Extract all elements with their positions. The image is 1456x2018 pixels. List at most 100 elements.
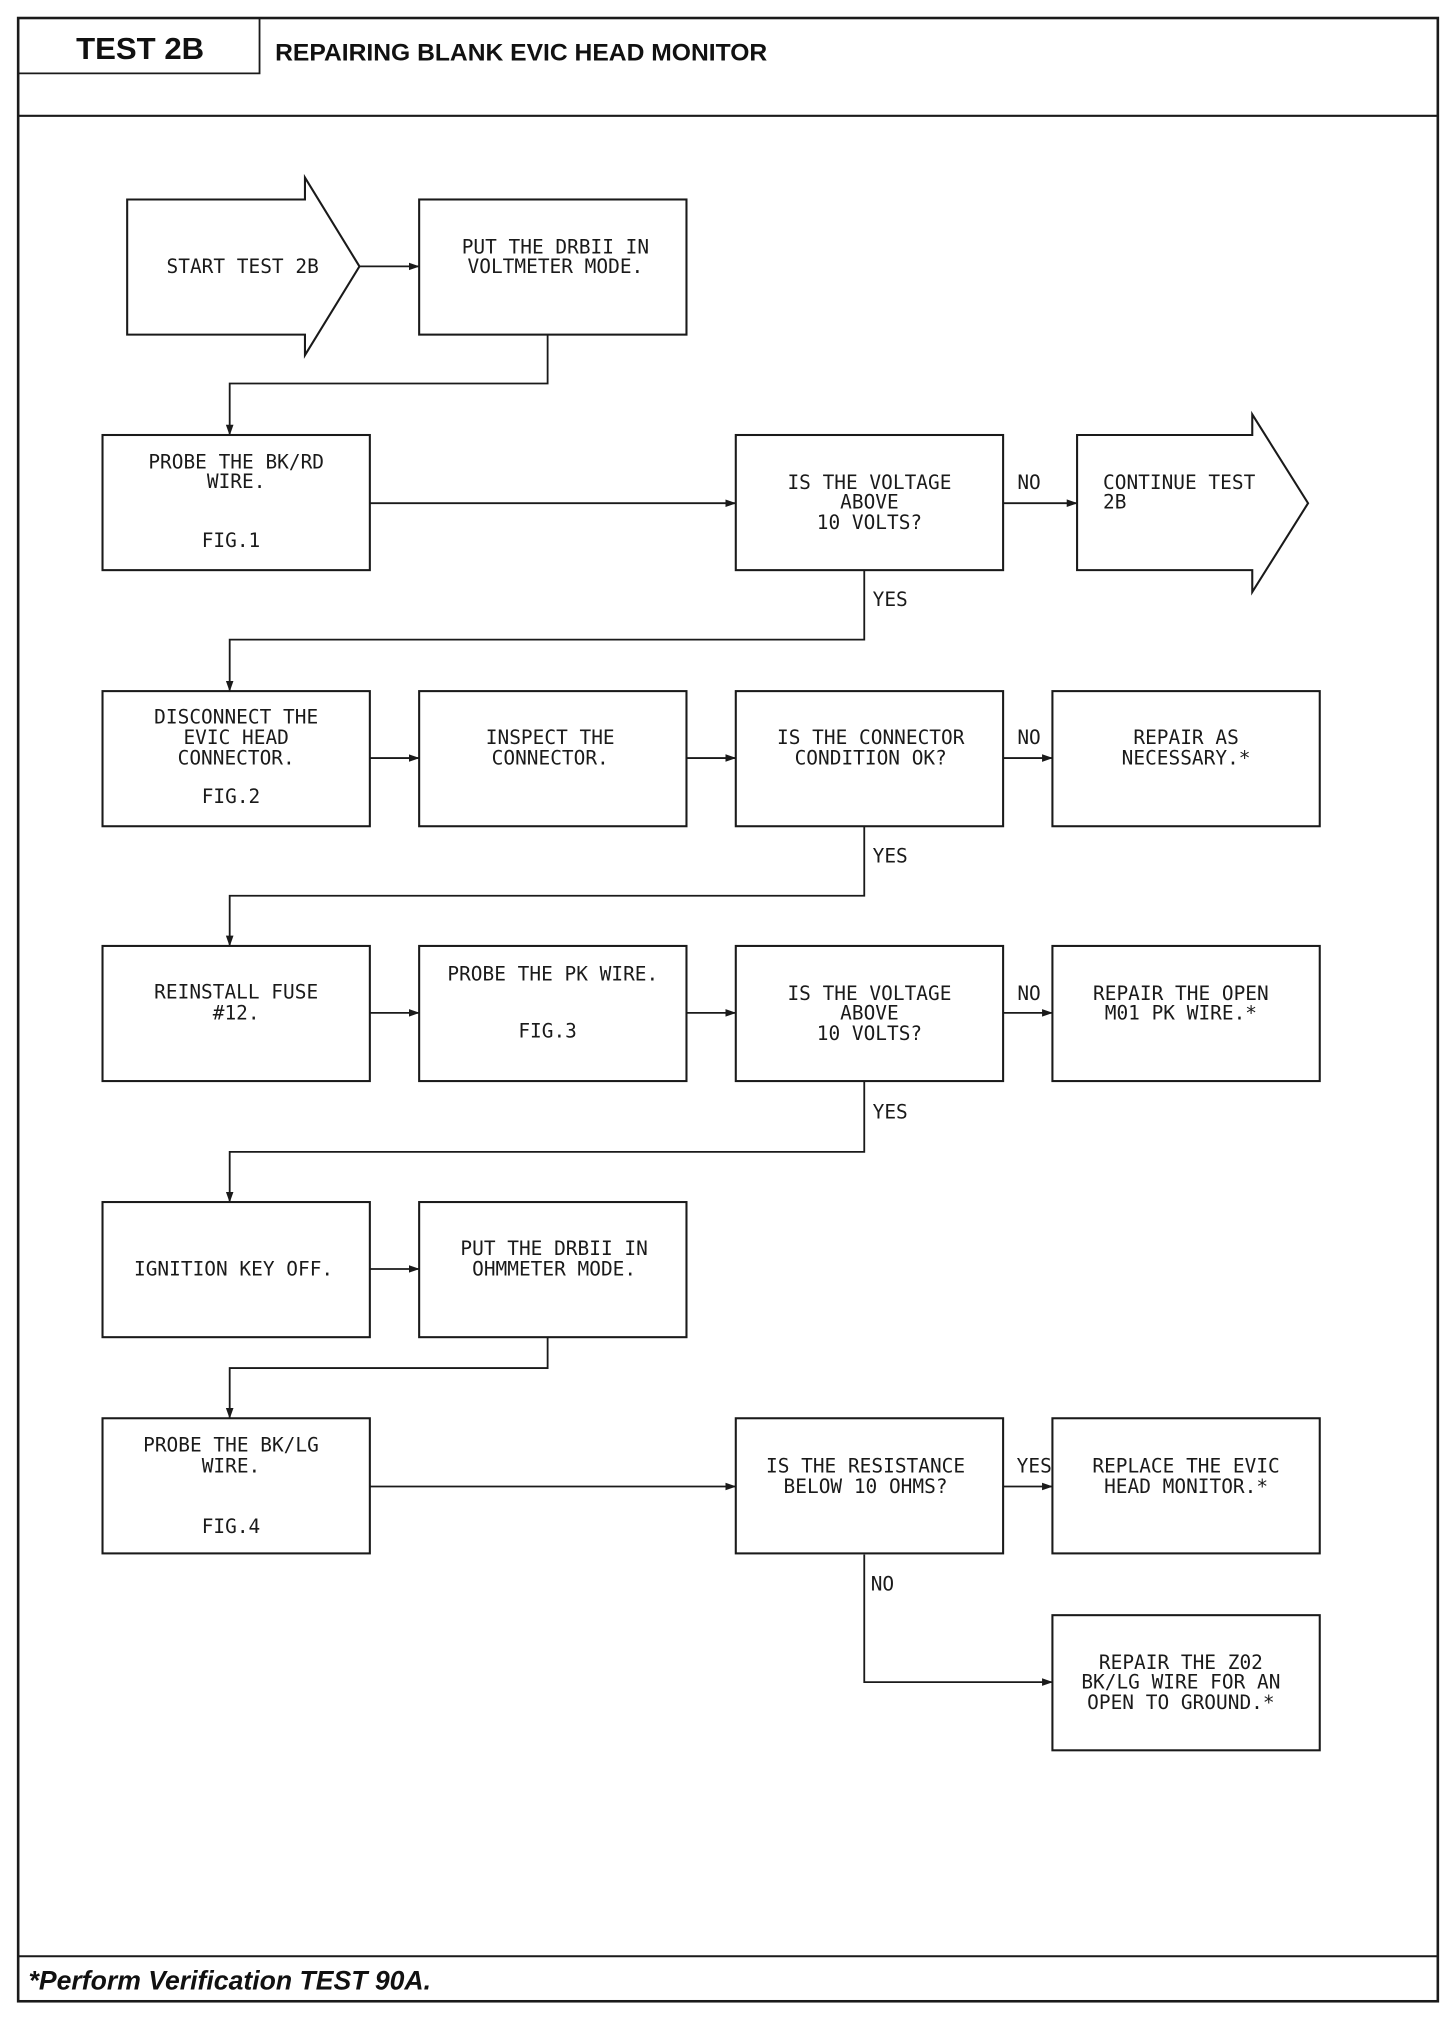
step-box — [1051, 1614, 1321, 1752]
step-text-line: PUT THE DRBII IN — [460, 1237, 647, 1260]
step-probe-bk-lg: PROBE THE BK/LG WIRE. FIG.4 — [101, 1417, 371, 1555]
step-text-line: REPAIR THE Z02 — [1099, 1651, 1263, 1674]
decision-text-line: IS THE VOLTAGE — [787, 982, 951, 1005]
continue-arrow-shape — [1076, 410, 1310, 596]
connector-arrow — [225, 1337, 549, 1419]
decision-text-line: 10 VOLTS? — [817, 1022, 922, 1045]
step-disconnect-evic: DISCONNECT THE EVIC HEAD CONNECTOR. FIG.… — [101, 690, 371, 828]
decision-box — [734, 1417, 1005, 1555]
branch-label-yes: YES — [1017, 1454, 1052, 1477]
connector-arrow — [225, 826, 866, 947]
step-probe-pk: PROBE THE PK WIRE. FIG.3 — [418, 944, 688, 1083]
branch-label-no: NO — [1017, 982, 1040, 1005]
step-text-line: PROBE THE BK/LG — [143, 1434, 319, 1457]
decision-text-line: IS THE VOLTAGE — [787, 471, 951, 494]
step-text-line: INSPECT THE — [486, 726, 615, 749]
step-box — [1051, 944, 1321, 1083]
step-repair-as-necessary: REPAIR AS NECESSARY.* — [1051, 690, 1321, 828]
step-text-line: PUT THE DRBII IN — [462, 236, 649, 259]
step-box — [418, 944, 688, 1083]
decision-text-line: IS THE RESISTANCE — [766, 1454, 965, 1477]
branch-label-yes: YES — [873, 588, 908, 611]
step-text-line: REINSTALL FUSE — [154, 981, 318, 1004]
continue-text-line: CONTINUE TEST — [1103, 471, 1256, 494]
step-reinstall-fuse: REINSTALL FUSE #12. — [101, 944, 371, 1083]
step-text-line: WIRE. — [202, 1454, 261, 1477]
connector-arrow — [225, 334, 549, 436]
decision-text-line: ABOVE — [840, 490, 899, 513]
step-text-line: REPLACE THE EVIC — [1092, 1454, 1279, 1477]
continue-test-arrow: CONTINUE TEST 2B — [1076, 410, 1310, 596]
step-repair-z02: REPAIR THE Z02 BK/LG WIRE FOR AN OPEN TO… — [1051, 1614, 1321, 1752]
step-repair-open-pk: REPAIR THE OPEN M01 PK WIRE.* — [1051, 944, 1321, 1083]
connector-arrow — [225, 1081, 866, 1203]
step-text-line: EVIC HEAD — [183, 726, 288, 749]
step-probe-bk-rd: PROBE THE BK/RD WIRE. FIG.1 — [101, 433, 371, 572]
step-box — [101, 1201, 371, 1339]
step-text-line: OHMMETER MODE. — [472, 1257, 636, 1280]
step-text-line: BK/LG WIRE FOR AN — [1081, 1671, 1280, 1694]
branch-label-no: NO — [871, 1573, 894, 1596]
step-text-line: WIRE. — [207, 470, 266, 493]
step-text-line: #12. — [213, 1001, 260, 1024]
step-text-line: REPAIR THE OPEN — [1093, 982, 1269, 1005]
step-text-line: DISCONNECT THE — [154, 705, 318, 728]
step-text-line: REPAIR AS — [1133, 726, 1238, 749]
step-box — [101, 690, 371, 828]
step-text-line: CONNECTOR. — [178, 747, 295, 770]
decision-text-line: BELOW 10 OHMS? — [784, 1475, 948, 1498]
decision-box — [734, 944, 1005, 1083]
step-put-drb-ohmmeter: PUT THE DRBII IN OHMMETER MODE. — [418, 1201, 688, 1339]
step-replace-evic: REPLACE THE EVIC HEAD MONITOR.* — [1051, 1417, 1321, 1555]
step-box — [1051, 690, 1321, 828]
decision-connector-condition: IS THE CONNECTOR CONDITION OK? NO YES — [734, 690, 1041, 867]
decision-text-line: 10 VOLTS? — [817, 511, 922, 534]
decision-box — [734, 433, 1005, 572]
step-box — [101, 944, 371, 1083]
step-ignition-off: IGNITION KEY OFF. — [101, 1201, 371, 1339]
decision-resistance: IS THE RESISTANCE BELOW 10 OHMS? YES NO — [734, 1417, 1052, 1596]
start-arrow-shape — [126, 173, 361, 359]
test-id-box — [18, 18, 261, 75]
page-frame — [16, 16, 1440, 2003]
decision-text-line: IS THE CONNECTOR — [777, 726, 965, 749]
step-text-line: VOLTMETER MODE. — [468, 255, 644, 278]
branch-label-no: NO — [1017, 726, 1040, 749]
test-id: TEST 2B — [76, 31, 204, 66]
step-box — [418, 690, 688, 828]
decision-voltage-bk-rd: IS THE VOLTAGE ABOVE 10 VOLTS? NO YES — [734, 433, 1041, 611]
decision-text-line: ABOVE — [840, 1001, 899, 1024]
step-text-line: IGNITION KEY OFF. — [134, 1257, 333, 1280]
step-text-line: HEAD MONITOR.* — [1104, 1475, 1268, 1498]
figure-ref: FIG.1 — [202, 529, 261, 552]
decision-box — [734, 690, 1005, 828]
connector-arrow — [225, 570, 866, 692]
start-label: START TEST 2B — [167, 255, 319, 278]
decision-voltage-pk: IS THE VOLTAGE ABOVE 10 VOLTS? NO YES — [734, 944, 1041, 1123]
step-text-line: PROBE THE PK WIRE. — [447, 963, 658, 986]
branch-label-yes: YES — [873, 844, 908, 867]
branch-label-yes: YES — [873, 1100, 908, 1123]
step-inspect-connector: INSPECT THE CONNECTOR. — [418, 690, 688, 828]
step-box — [1051, 1417, 1321, 1555]
connector-arrow — [863, 1554, 1053, 1686]
step-put-drb-voltmeter: PUT THE DRBII IN VOLTMETER MODE. — [418, 198, 688, 336]
step-text-line: CONNECTOR. — [492, 747, 609, 770]
continue-text-line: 2B — [1103, 490, 1126, 513]
step-text-line: PROBE THE BK/RD — [148, 451, 324, 474]
step-box — [418, 198, 688, 336]
page-title: REPAIRING BLANK EVIC HEAD MONITOR — [275, 40, 767, 67]
step-box — [101, 1417, 371, 1555]
figure-ref: FIG.4 — [202, 1515, 261, 1538]
branch-label-no: NO — [1017, 471, 1040, 494]
figure-ref: FIG.3 — [518, 1019, 577, 1042]
header: TEST 2B REPAIRING BLANK EVIC HEAD MONITO… — [18, 18, 1438, 117]
step-text-line: OPEN TO GROUND.* — [1087, 1691, 1274, 1714]
footer-note: *Perform Verification TEST 90A. — [29, 1966, 431, 1996]
decision-text-line: CONDITION OK? — [795, 747, 947, 770]
start-test-arrow: START TEST 2B — [126, 173, 361, 359]
footer: *Perform Verification TEST 90A. — [18, 1955, 1438, 1996]
step-text-line: M01 PK WIRE.* — [1105, 1001, 1257, 1024]
